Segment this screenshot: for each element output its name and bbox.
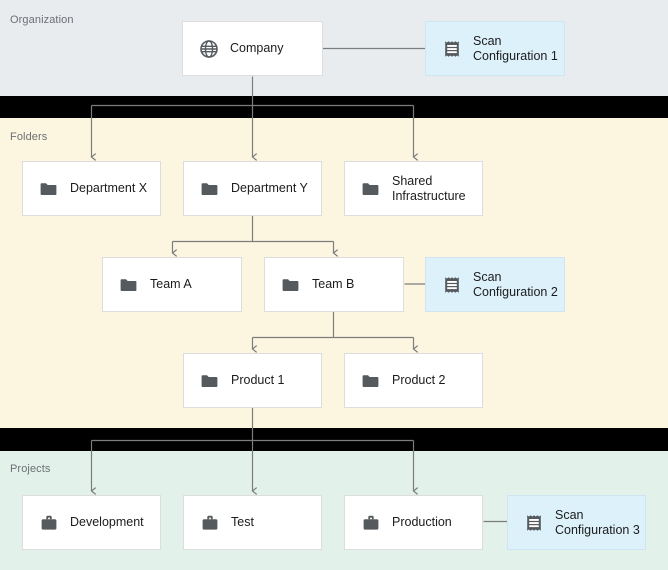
node-label: Scan Configuration 1 — [473, 34, 558, 63]
node-label: Production — [392, 515, 452, 530]
receipt-icon — [442, 275, 462, 295]
band-organization — [0, 0, 668, 96]
node-shared-infrastructure[interactable]: Shared Infrastructure — [344, 161, 483, 216]
node-scan-configuration-1[interactable]: Scan Configuration 1 — [425, 21, 565, 76]
node-team-a[interactable]: Team A — [102, 257, 242, 312]
node-development[interactable]: Development — [22, 495, 161, 550]
band-label-folders: Folders — [10, 131, 48, 143]
folder-icon — [119, 275, 139, 295]
node-label: Department X — [70, 181, 148, 196]
node-label: Test — [231, 515, 254, 530]
receipt-icon — [524, 513, 544, 533]
node-department-y[interactable]: Department Y — [183, 161, 322, 216]
receipt-icon — [442, 39, 462, 59]
node-production[interactable]: Production — [344, 495, 483, 550]
node-test[interactable]: Test — [183, 495, 322, 550]
node-product-1[interactable]: Product 1 — [183, 353, 322, 408]
node-label: Team A — [150, 277, 192, 292]
node-label: Scan Configuration 3 — [555, 508, 640, 537]
node-label: Product 1 — [231, 373, 285, 388]
globe-icon — [199, 39, 219, 59]
band-label-organization: Organization — [10, 14, 74, 26]
folder-icon — [361, 179, 381, 199]
node-product-2[interactable]: Product 2 — [344, 353, 483, 408]
node-label: Team B — [312, 277, 355, 292]
node-label: Product 2 — [392, 373, 446, 388]
node-department-x[interactable]: Department X — [22, 161, 161, 216]
node-label: Department Y — [231, 181, 308, 196]
node-scan-configuration-3[interactable]: Scan Configuration 3 — [507, 495, 646, 550]
band-label-projects: Projects — [10, 463, 51, 475]
node-scan-configuration-2[interactable]: Scan Configuration 2 — [425, 257, 565, 312]
node-label: Scan Configuration 2 — [473, 270, 558, 299]
folder-icon — [200, 179, 220, 199]
node-label: Company — [230, 41, 284, 56]
folder-icon — [200, 371, 220, 391]
folder-icon — [39, 179, 59, 199]
briefcase-icon — [200, 513, 220, 533]
node-label: Development — [70, 515, 144, 530]
node-label: Shared Infrastructure — [392, 174, 466, 203]
folder-icon — [281, 275, 301, 295]
briefcase-icon — [39, 513, 59, 533]
node-team-b[interactable]: Team B — [264, 257, 404, 312]
folder-icon — [361, 371, 381, 391]
node-company[interactable]: Company — [182, 21, 323, 76]
briefcase-icon — [361, 513, 381, 533]
